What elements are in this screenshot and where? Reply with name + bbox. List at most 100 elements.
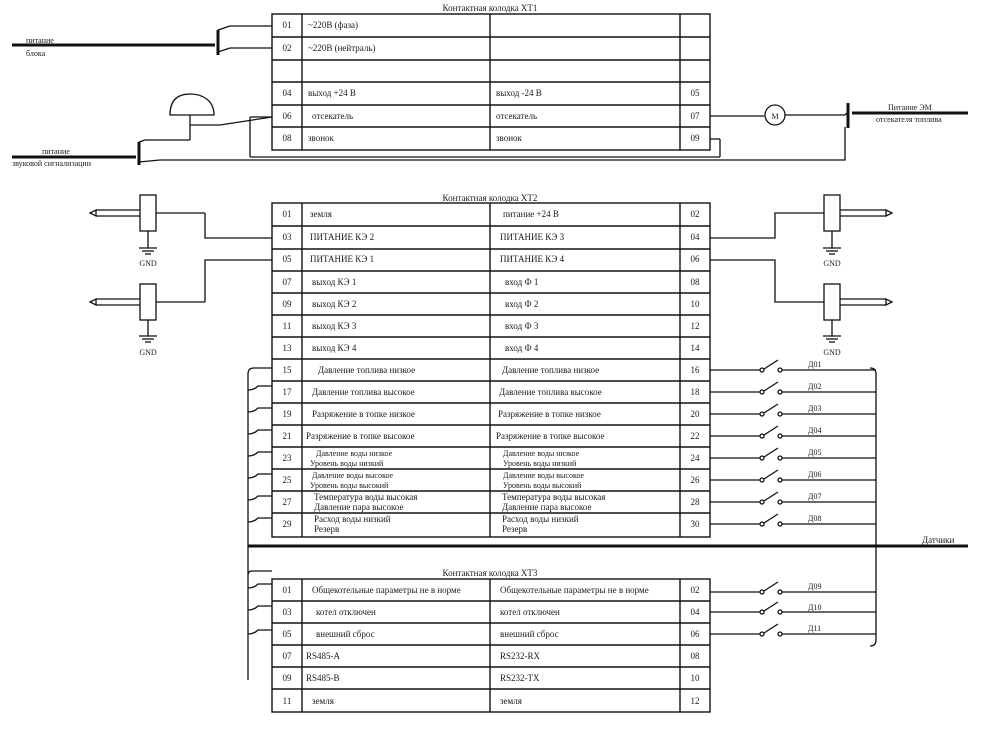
xt1-row5-left-num: 06	[283, 111, 293, 121]
sensor-switch-d10: Д10	[710, 601, 876, 615]
xt3-row1-right-num: 02	[691, 585, 700, 595]
gnd-label-right-bottom: GND	[823, 348, 841, 357]
xt2-row15-right-num: 30	[691, 519, 701, 529]
xt1-row1-left-label: ~220В (фаза)	[308, 20, 358, 30]
xt2-row13-left-label-2: Уровень воды высокий	[310, 481, 389, 490]
xt2-row5-left-num: 09	[283, 299, 293, 309]
xt1-row5-right-num: 07	[691, 111, 701, 121]
em-power-label-2: отсекателя топлива	[876, 115, 942, 124]
sensors-bus-label: Датчики	[922, 535, 955, 545]
xt3-row4-left-label: RS485-A	[306, 651, 341, 661]
xt2-row12-left-num: 23	[283, 453, 293, 463]
xt2-row2-left-label: ПИТАНИЕ КЭ 2	[310, 232, 374, 242]
xt3-row4-right-num: 08	[691, 651, 701, 661]
xt2-row12-left-label-2: Уровень воды низкий	[310, 459, 384, 468]
sensor-switch-d03: Д03	[710, 403, 876, 417]
xt2-row11-right-num: 22	[691, 431, 700, 441]
terminal-block-xt2: Контактная колодка XT2 01 земля питание …	[271, 193, 711, 538]
xt2-row3-left-num: 05	[283, 254, 293, 264]
left-probe-top: GND	[88, 194, 272, 268]
xt3-row5-right-num: 10	[691, 673, 701, 683]
sensor-label-d04: Д04	[808, 426, 821, 435]
xt2-row3-right-num: 06	[691, 254, 701, 264]
sensor-label-d03: Д03	[808, 404, 821, 413]
xt2-row11-left-num: 21	[283, 431, 292, 441]
sound-alarm-label-2: звуковой сигнализации	[12, 159, 92, 168]
xt1-row4-right-label: выход -24 В	[496, 88, 542, 98]
xt2-row9-right-label: Давление топлива высокое	[499, 387, 602, 397]
xt1-row1-left-num: 01	[283, 20, 292, 30]
xt2-row2-right-label: ПИТАНИЕ КЭ 3	[500, 232, 565, 242]
sensor-switch-d05: Д05	[710, 447, 876, 461]
xt2-row8-right-num: 16	[691, 365, 701, 375]
terminal-block-xt3: Контактная колодка XT3 01 Общекотельные …	[271, 568, 711, 713]
xt2-row14-left-label: Температура воды высокая	[314, 492, 417, 502]
xt3-row2-left-label: котел отключен	[316, 607, 376, 617]
sensor-label-d01: Д01	[808, 360, 821, 369]
sensor-label-d05: Д05	[808, 448, 821, 457]
xt2-row15-right-label-2: Резерв	[502, 524, 527, 534]
xt3-title: Контактная колодка XT3	[443, 568, 538, 578]
xt2-row9-right-num: 18	[691, 387, 701, 397]
sensors-bus: Датчики	[248, 535, 968, 548]
xt1-row5-right-label: отсекатель	[496, 111, 537, 121]
xt3-row3-right-num: 06	[691, 629, 701, 639]
xt2-row4-left-num: 07	[283, 277, 293, 287]
sensor-switch-d02: Д02	[710, 381, 876, 395]
em-power-label-1: Питание ЭМ	[888, 103, 932, 112]
gnd-label-right-top: GND	[823, 259, 841, 268]
sensor-switch-d07: Д07	[710, 491, 876, 505]
xt2-row1-right-label: питание +24 В	[503, 209, 559, 219]
xt3-row6-left-num: 11	[283, 696, 292, 706]
xt3-row2-right-label: котел отключен	[500, 607, 560, 617]
xt2-row14-left-num: 27	[283, 497, 293, 507]
xt2-row4-left-label: выход КЭ 1	[312, 277, 356, 287]
terminal-block-xt1: Контактная колодка XT1 01 ~220В (фаза) 0…	[271, 3, 711, 151]
xt2-row9-left-num: 17	[283, 387, 293, 397]
xt2-row6-left-label: выход КЭ 3	[312, 321, 357, 331]
xt3-row3-left-label: внешний сброс	[316, 629, 375, 639]
xt2-row11-left-label: Разряжение в топке высокое	[306, 431, 415, 441]
sensor-switches: Д01 Д02 Д03	[710, 359, 877, 647]
xt1-row6-right-num: 09	[691, 133, 701, 143]
sensor-label-d11: Д11	[808, 624, 821, 633]
sensor-label-d02: Д02	[808, 382, 821, 391]
sensor-switch-d11: Д11	[710, 623, 876, 637]
xt2-row12-left-label: Давление воды низкое	[316, 449, 393, 458]
xt2-row10-left-num: 19	[283, 409, 293, 419]
xt2-row7-left-num: 13	[283, 343, 293, 353]
sensor-label-d09: Д09	[808, 582, 821, 591]
xt2-row5-right-num: 10	[691, 299, 701, 309]
xt2-row6-right-num: 12	[691, 321, 700, 331]
xt1-row6-right-label: звонок	[496, 133, 523, 143]
xt2-row10-right-num: 20	[691, 409, 701, 419]
sound-alarm: питание звуковой сигнализации	[12, 93, 846, 168]
xt1-row2-left-num: 02	[283, 43, 292, 53]
left-probe-bottom: GND	[88, 259, 272, 357]
xt2-row5-right-label: вход Ф 2	[505, 299, 538, 309]
xt2-row14-left-label-2: Давление пара высокое	[314, 502, 404, 512]
xt2-row7-left-label: выход КЭ 4	[312, 343, 357, 353]
right-probe-top: GND	[710, 194, 894, 268]
xt2-row1-right-num: 02	[691, 209, 700, 219]
power-block-label-1: питание	[26, 36, 54, 45]
xt3-row2-left-num: 03	[283, 607, 293, 617]
sensor-label-d07: Д07	[808, 492, 821, 501]
xt2-row6-left-num: 11	[283, 321, 292, 331]
xt3-row3-right-label: внешний сброс	[500, 629, 559, 639]
xt2-row12-right-num: 24	[691, 453, 701, 463]
xt2-row8-left-num: 15	[283, 365, 293, 375]
xt3-row1-left-label: Общекотельные параметры не в норме	[312, 585, 461, 595]
xt2-row13-right-num: 26	[691, 475, 701, 485]
power-block-input: питание блока	[12, 25, 272, 58]
xt2-row9-left-label: Давление топлива высокое	[312, 387, 415, 397]
sensor-label-d08: Д08	[808, 514, 821, 523]
xt2-row5-left-label: выход КЭ 2	[312, 299, 356, 309]
xt2-row8-right-label: Давление топлива низкое	[502, 365, 599, 375]
xt2-row2-left-num: 03	[283, 232, 293, 242]
xt2-row2-right-num: 04	[691, 232, 701, 242]
xt2-row4-right-label: вход Ф 1	[505, 277, 538, 287]
xt2-row15-left-label-2: Резерв	[314, 524, 339, 534]
xt3-row5-right-label: RS232-TX	[500, 673, 540, 683]
xt2-row7-right-num: 14	[691, 343, 701, 353]
